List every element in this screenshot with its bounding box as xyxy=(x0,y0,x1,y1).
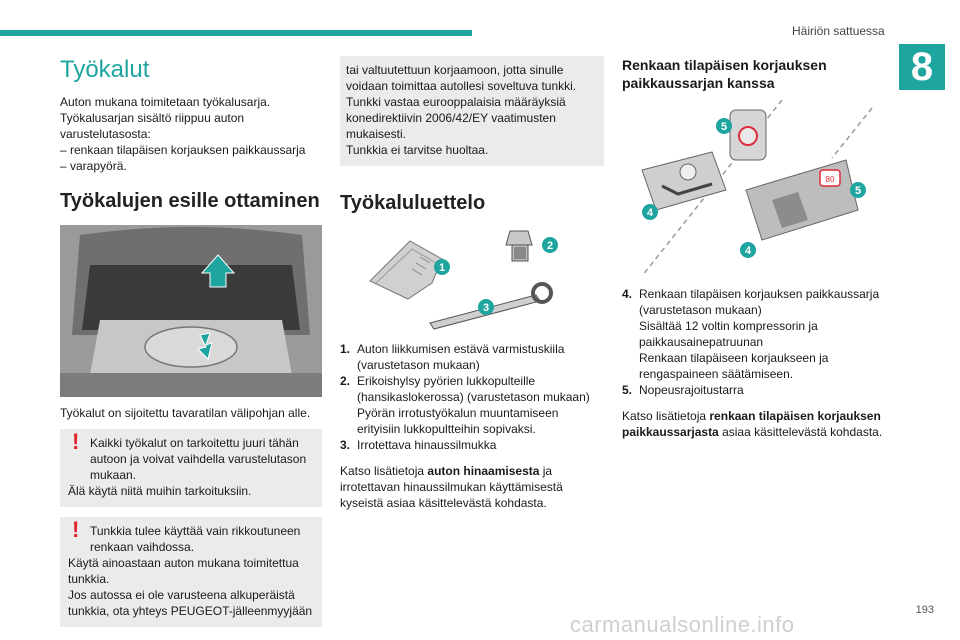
list-item: 5. Nopeusrajoitustarra xyxy=(622,382,892,398)
chapter-number-badge: 8 xyxy=(899,44,945,90)
repair-kit-illustration: 80 5 5 4 4 xyxy=(622,99,882,277)
intro-line-4: – varapyörä. xyxy=(60,159,127,173)
trunk-illustration xyxy=(60,225,322,397)
warning-icon: ! xyxy=(72,429,80,454)
jack-info-text-1: tai valtuutettuun korjaamoon, jotta sinu… xyxy=(346,63,577,141)
badge-3 xyxy=(478,299,494,315)
warning-box-1: ! Kaikki työkalut on tarkoitettu juuri t… xyxy=(60,429,322,507)
badge-5b-label: 5 xyxy=(855,185,861,197)
page-title: Työkalut xyxy=(60,56,150,83)
tools-illustration: 1 2 3 xyxy=(350,223,580,331)
header-accent-bar xyxy=(0,30,472,36)
list-item-text: Auton liikkumisen estävä varmistuskiila … xyxy=(357,342,565,372)
warning-2-text-3: Jos autossa ei ole varusteena alkuperäis… xyxy=(68,588,313,618)
column-middle: tai valtuutettuun korjaamoon, jotta sinu… xyxy=(340,56,604,511)
badge-4b-label: 4 xyxy=(745,245,752,257)
intro-line-3: – renkaan tilapäisen korjauksen paikkaus… xyxy=(60,143,306,157)
heading-tools-access: Työkalujen esille ottaminen xyxy=(60,190,320,212)
trunk-caption: Työkalut on sijoitettu tavaratilan välip… xyxy=(60,406,311,420)
warning-2-text-2: Käytä ainoastaan auton mukana toimitettu… xyxy=(68,556,299,586)
badge-4a xyxy=(642,204,658,220)
column-left: Työkalut Auton mukana toimitetaan työkal… xyxy=(60,56,322,627)
towing-ref-suffix: ja irrotettavan hinaussilmukan käyttämis… xyxy=(340,464,563,510)
list-item: 1. Auton liikkumisen estävä varmistuskiil… xyxy=(340,341,604,373)
intro-line-1: Auton mukana toimitetaan työkalusarja. xyxy=(60,95,271,109)
badge-5a-label: 5 xyxy=(721,121,727,133)
watermark: carmanualsonline.info xyxy=(570,612,795,637)
list-item-text: Renkaan tilapäiseen korjaukseen ja renga… xyxy=(639,351,829,381)
list-item-text: Erikoishylsy pyörien lukkopulteille (han… xyxy=(357,374,590,436)
badge-3-label: 3 xyxy=(483,302,489,314)
list-item-number: 1. xyxy=(340,342,351,356)
list-item: 2. Erikoishylsy pyörien lukkopulteille (h… xyxy=(340,373,604,437)
list-item-text: Irrotettava hinaussilmukka xyxy=(357,438,497,452)
warning-1-text-1: Kaikki työkalut on tarkoitettu juuri täh… xyxy=(90,436,307,482)
heading-tool-list: Työkaluluettelo xyxy=(340,192,486,214)
badge-5a xyxy=(716,118,732,134)
list-item-text: Nopeusrajoitustarra xyxy=(639,383,744,397)
warning-box-2: ! Tunkkia tulee käyttää vain rikkoutunee… xyxy=(60,517,322,627)
repair-ref-prefix: Katso lisätietoja xyxy=(622,409,710,423)
warning-2-text-1: Tunkkia tulee käyttää vain rikkoutuneen … xyxy=(90,524,301,554)
list-item-number: 3. xyxy=(340,438,351,452)
list-item-number: 2. xyxy=(340,374,351,388)
towing-reference: Katso lisätietoja auton hinaamisesta ja … xyxy=(340,463,604,511)
page-number: 193 xyxy=(915,604,934,616)
list-item-number: 4. xyxy=(622,287,633,301)
jack-info-text-2: Tunkkia ei tarvitse huoltaa. xyxy=(346,143,489,157)
badge-1 xyxy=(434,259,450,275)
list-item-text: Sisältää 12 voltin kompressorin ja paikk… xyxy=(639,319,818,349)
repair-kit-list: 4. Renkaan tilapäisen korjauksen paikkau… xyxy=(622,286,892,398)
towing-ref-prefix: Katso lisätietoja xyxy=(340,464,428,478)
section-title: Häiriön sattuessa xyxy=(792,24,885,38)
tool-list: 1. Auton liikkumisen estävä varmistuskiil… xyxy=(340,341,604,453)
speed-sticker-label: 80 xyxy=(826,175,835,184)
warning-1-text-2: Älä käytä niitä muihin tarkoituksiin. xyxy=(68,484,252,498)
repair-kit-reference: Katso lisätietoja renkaan tilapäisen kor… xyxy=(622,408,892,440)
column-right: Renkaan tilapäisen korjauksen paikkaussa… xyxy=(622,56,892,440)
warning-icon: ! xyxy=(72,517,80,542)
jack-info-box: tai valtuutettuun korjaamoon, jotta sinu… xyxy=(340,56,604,166)
repair-ref-suffix: asiaa käsittelevästä kohdasta. xyxy=(718,425,883,439)
badge-4b xyxy=(740,242,756,258)
badge-1-label: 1 xyxy=(439,262,445,274)
intro-line-2: Työkalusarjan sisältö riippuu auton varu… xyxy=(60,111,245,141)
list-item: 4. Renkaan tilapäisen korjauksen paikkau… xyxy=(622,286,892,382)
badge-2 xyxy=(542,237,558,253)
list-item: 3. Irrotettava hinaussilmukka xyxy=(340,437,604,453)
badge-4a-label: 4 xyxy=(647,207,654,219)
repair-ref-bold: renkaan tilapäisen korjauksen paikkaussa… xyxy=(622,409,881,439)
badge-2-label: 2 xyxy=(547,240,553,252)
list-item-text: Renkaan tilapäisen korjauksen paikkaussa… xyxy=(639,287,880,317)
badge-5b xyxy=(850,182,866,198)
heading-repair-kit: Renkaan tilapäisen korjauksen paikkaussa… xyxy=(622,57,827,91)
list-item-number: 5. xyxy=(622,383,633,397)
towing-ref-bold: auton hinaamisesta xyxy=(427,464,540,478)
